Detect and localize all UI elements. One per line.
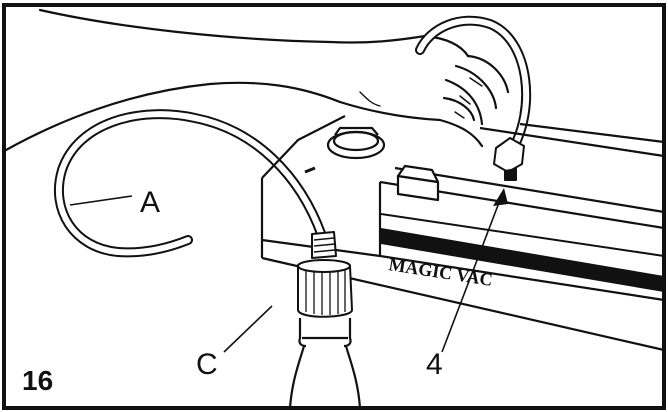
sealer-machine: [260, 115, 665, 352]
bottle-stopper: [296, 231, 353, 318]
figure-frame: [2, 3, 666, 410]
sealing-strip: [380, 213, 665, 257]
sealing-gasket: [381, 228, 664, 292]
leader-lines: [69, 195, 501, 353]
label-4: 4: [426, 348, 443, 381]
label-c: C: [196, 348, 218, 381]
vacuum-hose: [53, 15, 532, 258]
leader-a: [69, 195, 133, 206]
hand-drawing: [4, 8, 510, 152]
leader-4: [441, 199, 501, 353]
label-a: A: [140, 186, 160, 219]
leader-c: [223, 305, 273, 353]
hose-adapter: [493, 137, 525, 181]
wine-bottle: [288, 318, 362, 409]
arrowhead-4: [493, 188, 508, 206]
figure-number: 16: [22, 365, 53, 396]
